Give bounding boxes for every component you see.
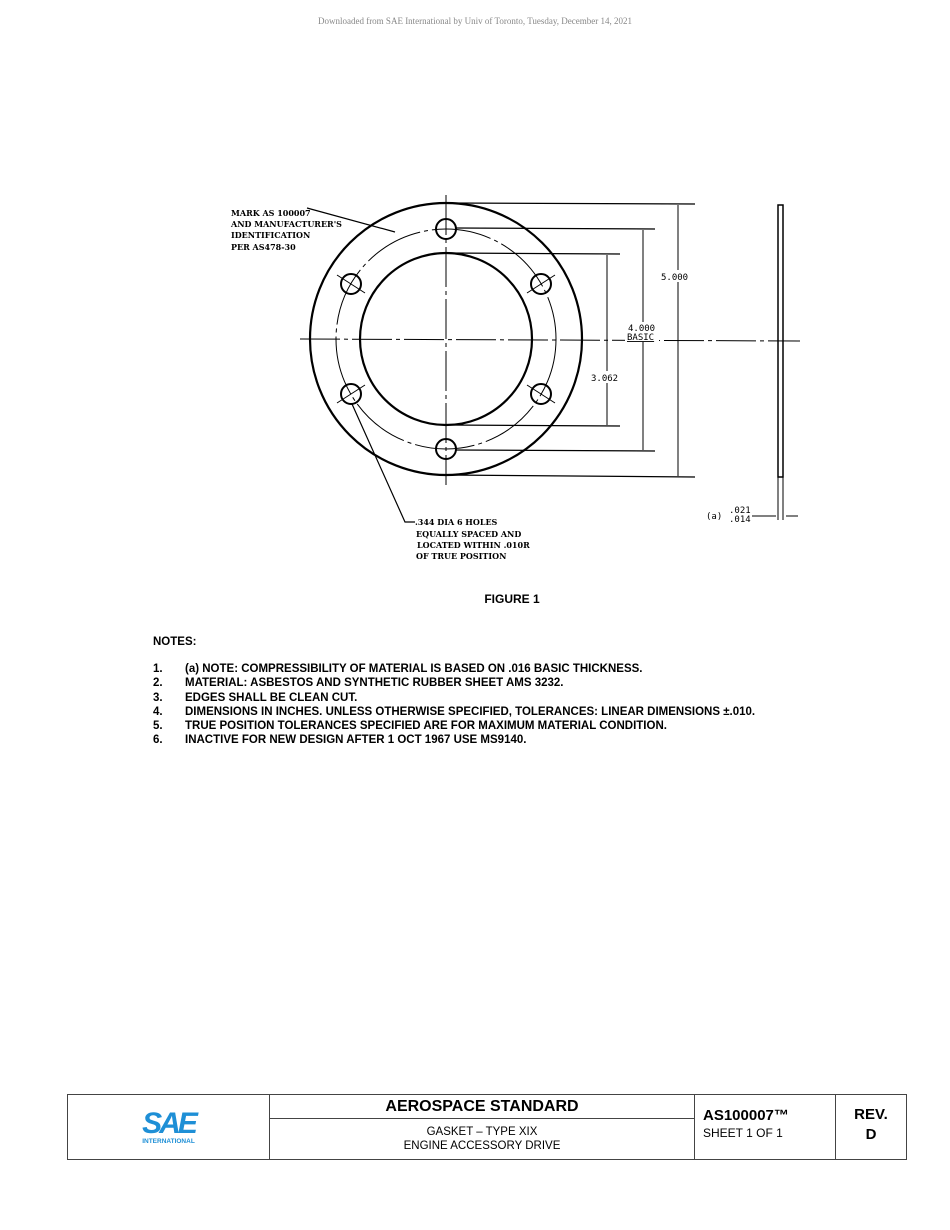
title-block: SAE INTERNATIONAL AEROSPACE STANDARD GAS…: [67, 1094, 907, 1160]
note-number: 3.: [153, 691, 163, 704]
mark-note-line: MARK AS 100007: [231, 208, 311, 218]
hole-leader: [351, 403, 415, 523]
note-item: 3. EDGES SHALL BE CLEAN CUT.: [153, 691, 755, 705]
revision-label: REV.: [854, 1106, 888, 1123]
thickness-min: .014: [729, 515, 751, 525]
dim-bolt-label: 4.000: [628, 324, 655, 334]
document-number: AS100007™: [703, 1107, 789, 1124]
bolt-hole: [435, 218, 457, 240]
title-line: ENGINE ACCESSORY DRIVE: [403, 1140, 561, 1152]
document-number-cell: AS100007™ SHEET 1 OF 1: [695, 1095, 836, 1159]
note-number: 6.: [153, 734, 163, 747]
note-item: 5. TRUE POSITION TOLERANCES SPECIFIED ARE…: [153, 719, 755, 733]
note-number: 2.: [153, 677, 163, 690]
bolt-hole: [530, 273, 552, 295]
mark-note-line: AND MANUFACTURER'S: [230, 219, 342, 229]
bolt-hole: [530, 383, 552, 405]
note-item: 2. MATERIAL: ASBESTOS AND SYNTHETIC RUBBE…: [153, 676, 755, 690]
thickness-max: .021: [729, 506, 751, 516]
hole-note-line: OF TRUE POSITION: [416, 551, 506, 561]
bolt-circle: [335, 228, 557, 450]
note-text: MATERIAL: ASBESTOS AND SYNTHETIC RUBBER …: [185, 677, 564, 690]
bolt-hole: [340, 383, 362, 405]
document-title: GASKET – TYPE XIX ENGINE ACCESSORY DRIVE: [270, 1119, 694, 1159]
bolt-hole: [435, 438, 457, 460]
revision-value: D: [865, 1126, 877, 1143]
hole-note-line: EQUALLY SPACED AND: [416, 529, 521, 539]
note-number: 4.: [153, 705, 163, 718]
category: AEROSPACE STANDARD: [270, 1095, 694, 1119]
note-text: EDGES SHALL BE CLEAN CUT.: [185, 691, 358, 704]
dim-inner-label: 3.062: [591, 374, 618, 384]
note-item: 6. INACTIVE FOR NEW DESIGN AFTER 1 OCT 19…: [153, 733, 755, 747]
download-notice: Downloaded from SAE International by Uni…: [317, 16, 633, 26]
side-view: [777, 204, 784, 478]
hole-note-line: LOCATED WITHIN .010R: [417, 540, 530, 550]
hole-note-line: .344 DIA 6 HOLES: [415, 517, 498, 527]
dim-bolt-sub: BASIC: [627, 333, 654, 343]
title-cell: AEROSPACE STANDARD GASKET – TYPE XIX ENG…: [270, 1095, 695, 1159]
note-text: TRUE POSITION TOLERANCES SPECIFIED ARE F…: [185, 720, 667, 733]
note-number: 1.: [153, 663, 163, 675]
note-item: 4. DIMENSIONS IN INCHES. UNLESS OTHERWISE…: [153, 705, 755, 719]
notes-title: NOTES:: [153, 636, 197, 648]
extension-lines: [445, 202, 696, 478]
logo-mark: SAE: [142, 1106, 198, 1140]
note-text: DIMENSIONS IN INCHES. UNLESS OTHERWISE S…: [185, 705, 756, 718]
mark-note-line: IDENTIFICATION: [231, 230, 310, 240]
title-line: GASKET – TYPE XIX: [426, 1126, 538, 1138]
revision-cell: REV. D: [836, 1095, 906, 1159]
sae-logo: SAE INTERNATIONAL: [68, 1095, 270, 1159]
figure-caption: FIGURE 1: [484, 592, 540, 606]
horizontal-centerline: [299, 338, 801, 342]
bolt-holes: [336, 218, 556, 460]
note-item: 1. (a) NOTE: COMPRESSIBILITY OF MATERIAL …: [153, 662, 755, 676]
dim-outer-label: 5.000: [661, 273, 688, 283]
note-number: 5.: [153, 720, 163, 733]
bolt-hole: [340, 273, 362, 295]
sheet-number: SHEET 1 OF 1: [703, 1126, 783, 1140]
note-text: INACTIVE FOR NEW DESIGN AFTER 1 OCT 1967…: [185, 734, 527, 747]
notes-section: NOTES: 1. (a) NOTE: COMPRESSIBILITY OF MA…: [153, 636, 755, 748]
logo-subtitle: INTERNATIONAL: [142, 1137, 195, 1145]
gasket-drawing: MARK AS 100007 AND MANUFACTURER'S IDENTI…: [230, 195, 801, 561]
thickness-label: (a): [706, 512, 722, 522]
mark-note-line: PER AS478-30: [231, 242, 296, 252]
mark-leader: [306, 207, 396, 233]
note-text: (a) NOTE: COMPRESSIBILITY OF MATERIAL IS…: [185, 663, 643, 675]
